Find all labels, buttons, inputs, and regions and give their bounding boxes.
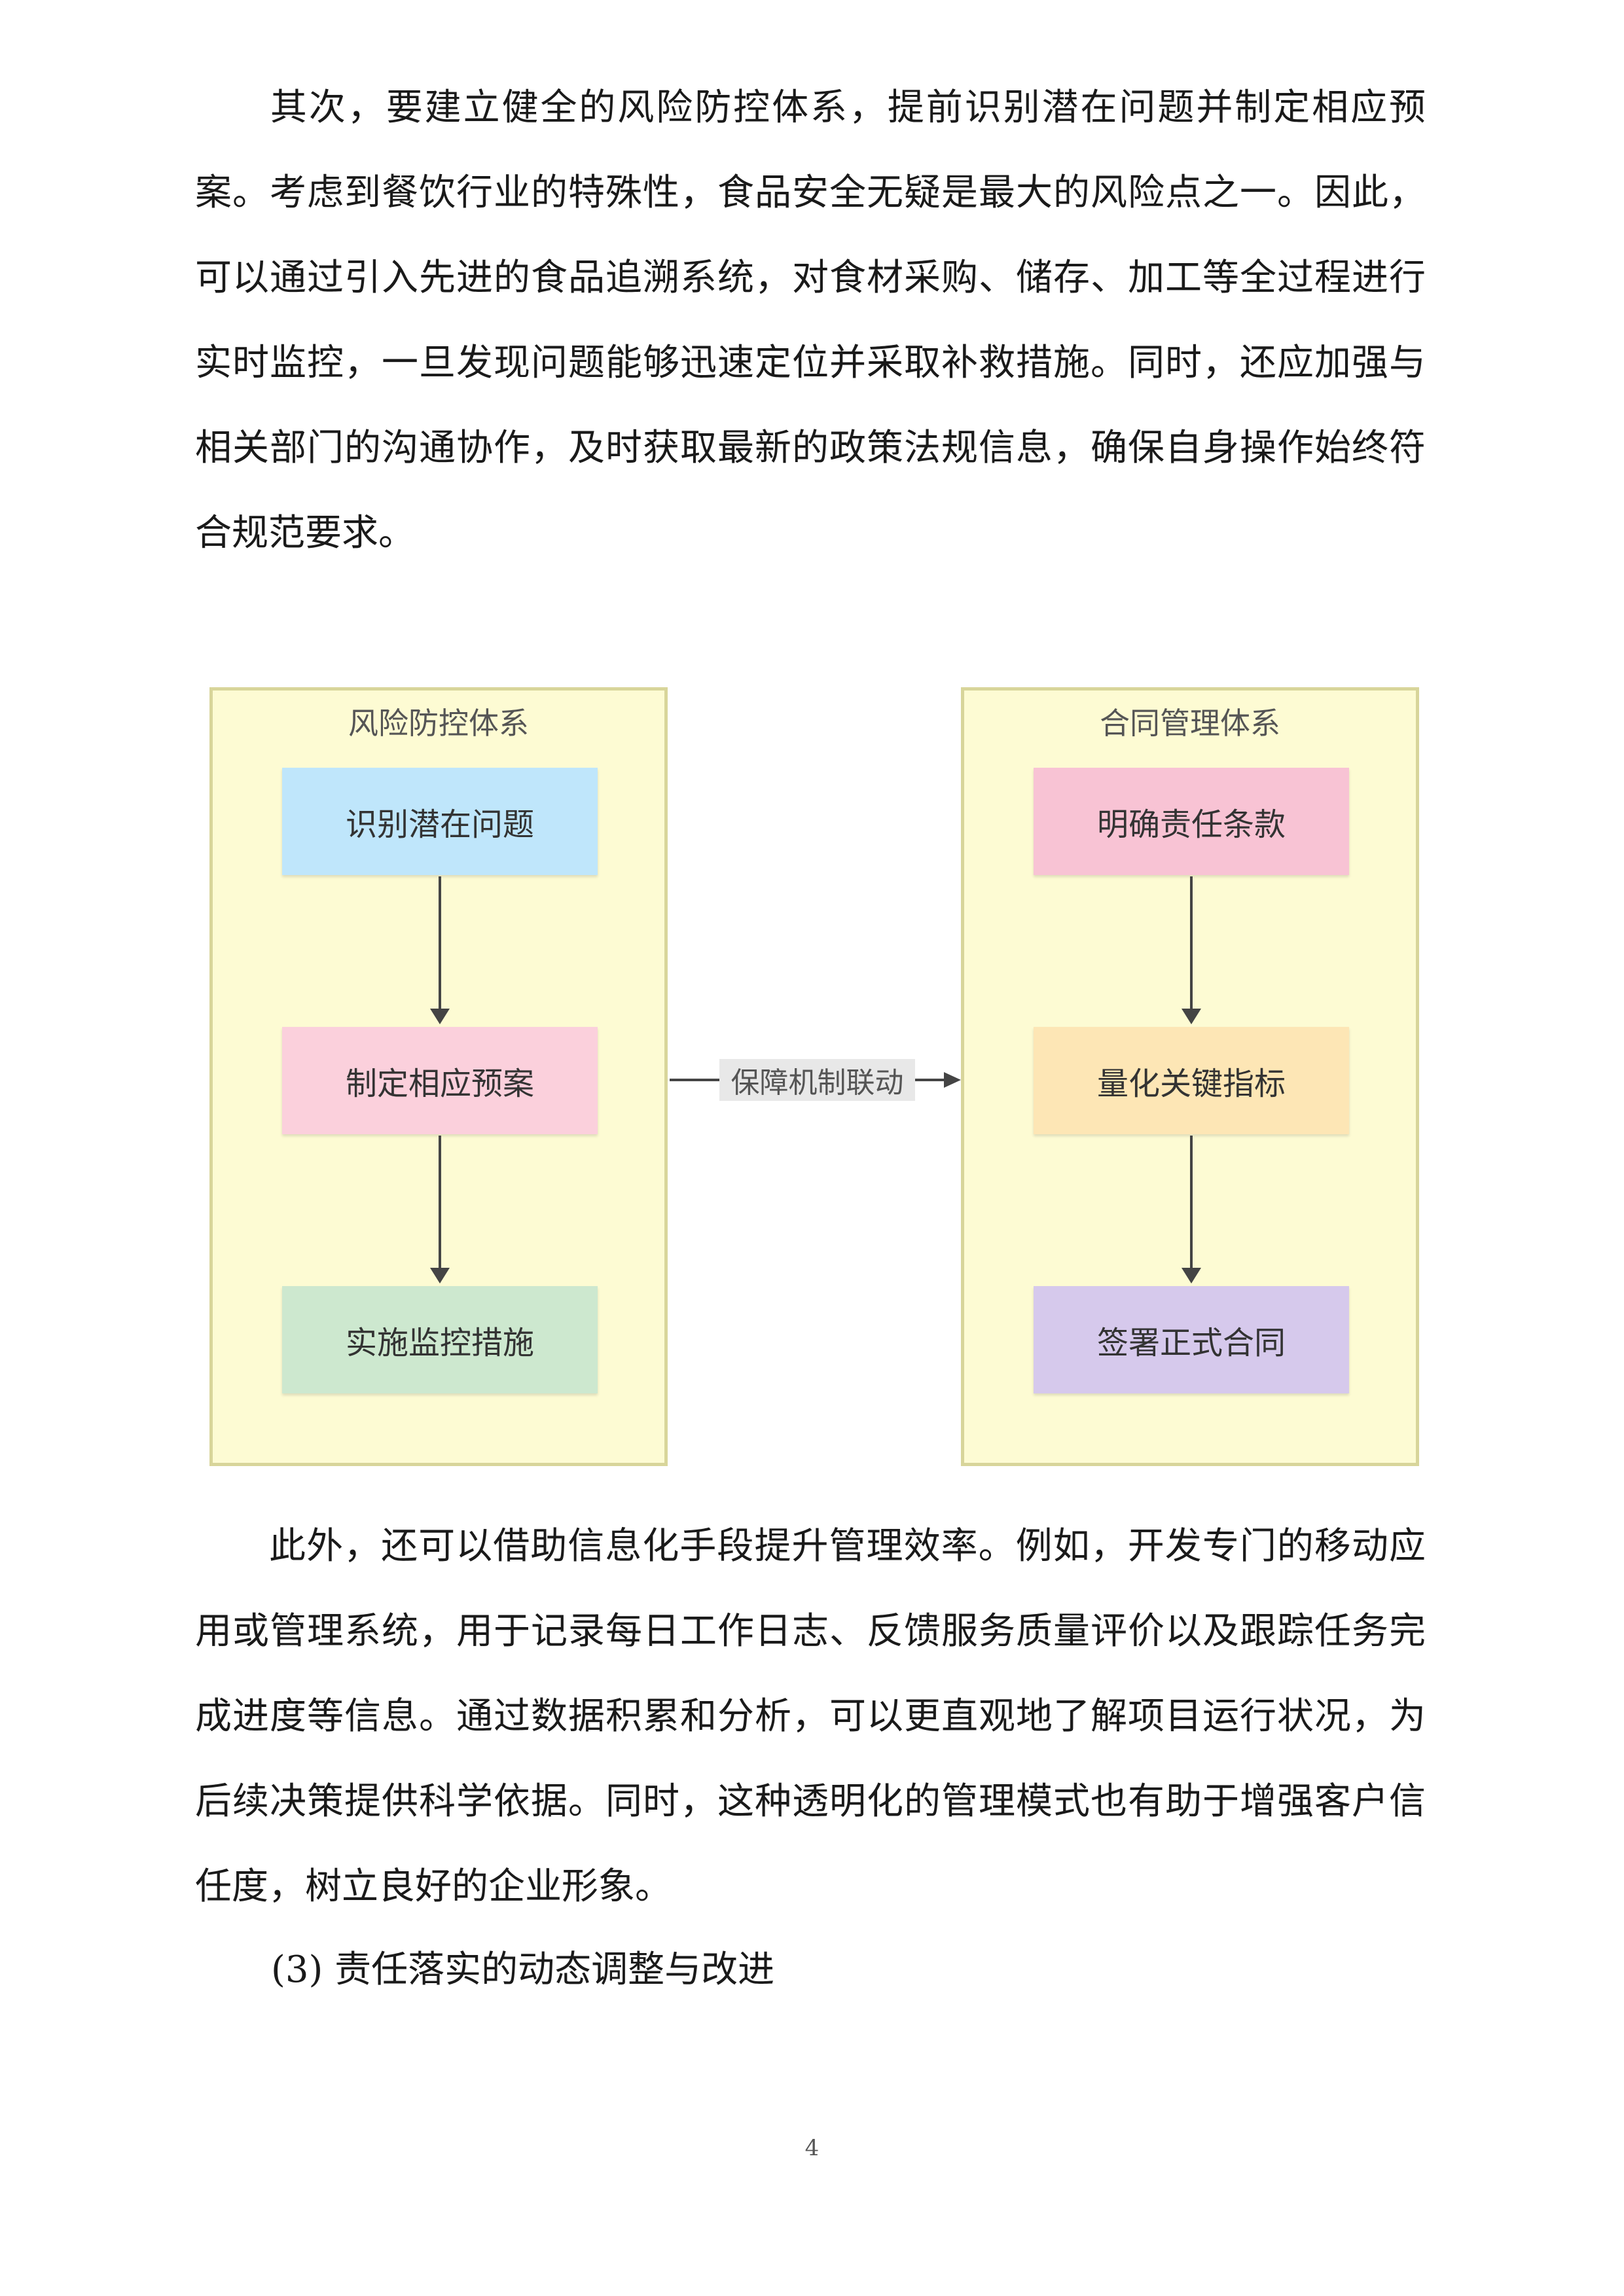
- node-monitor-measures: 实施监控措施: [282, 1286, 598, 1393]
- contract-management-group: 合同管理体系 明确责任条款 量化关键指标 签署正式合同: [961, 687, 1419, 1466]
- node-sign-contract: 签署正式合同: [1034, 1286, 1349, 1393]
- paragraph-risk-control: 其次，要建立健全的风险防控体系，提前识别潜在问题并制定相应预案。考虑到餐饮行业的…: [195, 65, 1426, 576]
- system-linkage-diagram: 风险防控体系 识别潜在问题 制定相应预案 实施监控措施 保障机制联动 合同管理体…: [209, 687, 1427, 1473]
- arrow-down-icon: [430, 1136, 450, 1283]
- node-make-plan: 制定相应预案: [282, 1027, 598, 1134]
- section-heading: (3) 责任落实的动态调整与改进: [271, 1948, 775, 1991]
- link-label: 保障机制联动: [719, 1059, 915, 1101]
- link-line: [670, 1079, 719, 1081]
- link-line: [915, 1079, 947, 1081]
- arrow-right-icon: [944, 1072, 961, 1088]
- node-quantify-indicators: 量化关键指标: [1034, 1027, 1349, 1134]
- paragraph-text: 此外，还可以借助信息化手段提升管理效率。例如，开发专门的移动应用或管理系统，用于…: [195, 1525, 1426, 1908]
- risk-control-group: 风险防控体系 识别潜在问题 制定相应预案 实施监控措施: [209, 687, 668, 1466]
- paragraph-informatization: 此外，还可以借助信息化手段提升管理效率。例如，开发专门的移动应用或管理系统，用于…: [195, 1504, 1426, 1929]
- arrow-down-icon: [1182, 1136, 1201, 1283]
- arrow-down-icon: [1182, 876, 1201, 1024]
- node-identify-issues: 识别潜在问题: [282, 768, 598, 875]
- arrow-down-icon: [430, 876, 450, 1024]
- page-number: 4: [804, 2135, 820, 2161]
- node-clarify-clauses: 明确责任条款: [1034, 768, 1349, 875]
- paragraph-text: 其次，要建立健全的风险防控体系，提前识别潜在问题并制定相应预案。考虑到餐饮行业的…: [195, 86, 1426, 554]
- risk-group-title: 风险防控体系: [348, 706, 529, 741]
- contract-group-title: 合同管理体系: [1100, 706, 1280, 741]
